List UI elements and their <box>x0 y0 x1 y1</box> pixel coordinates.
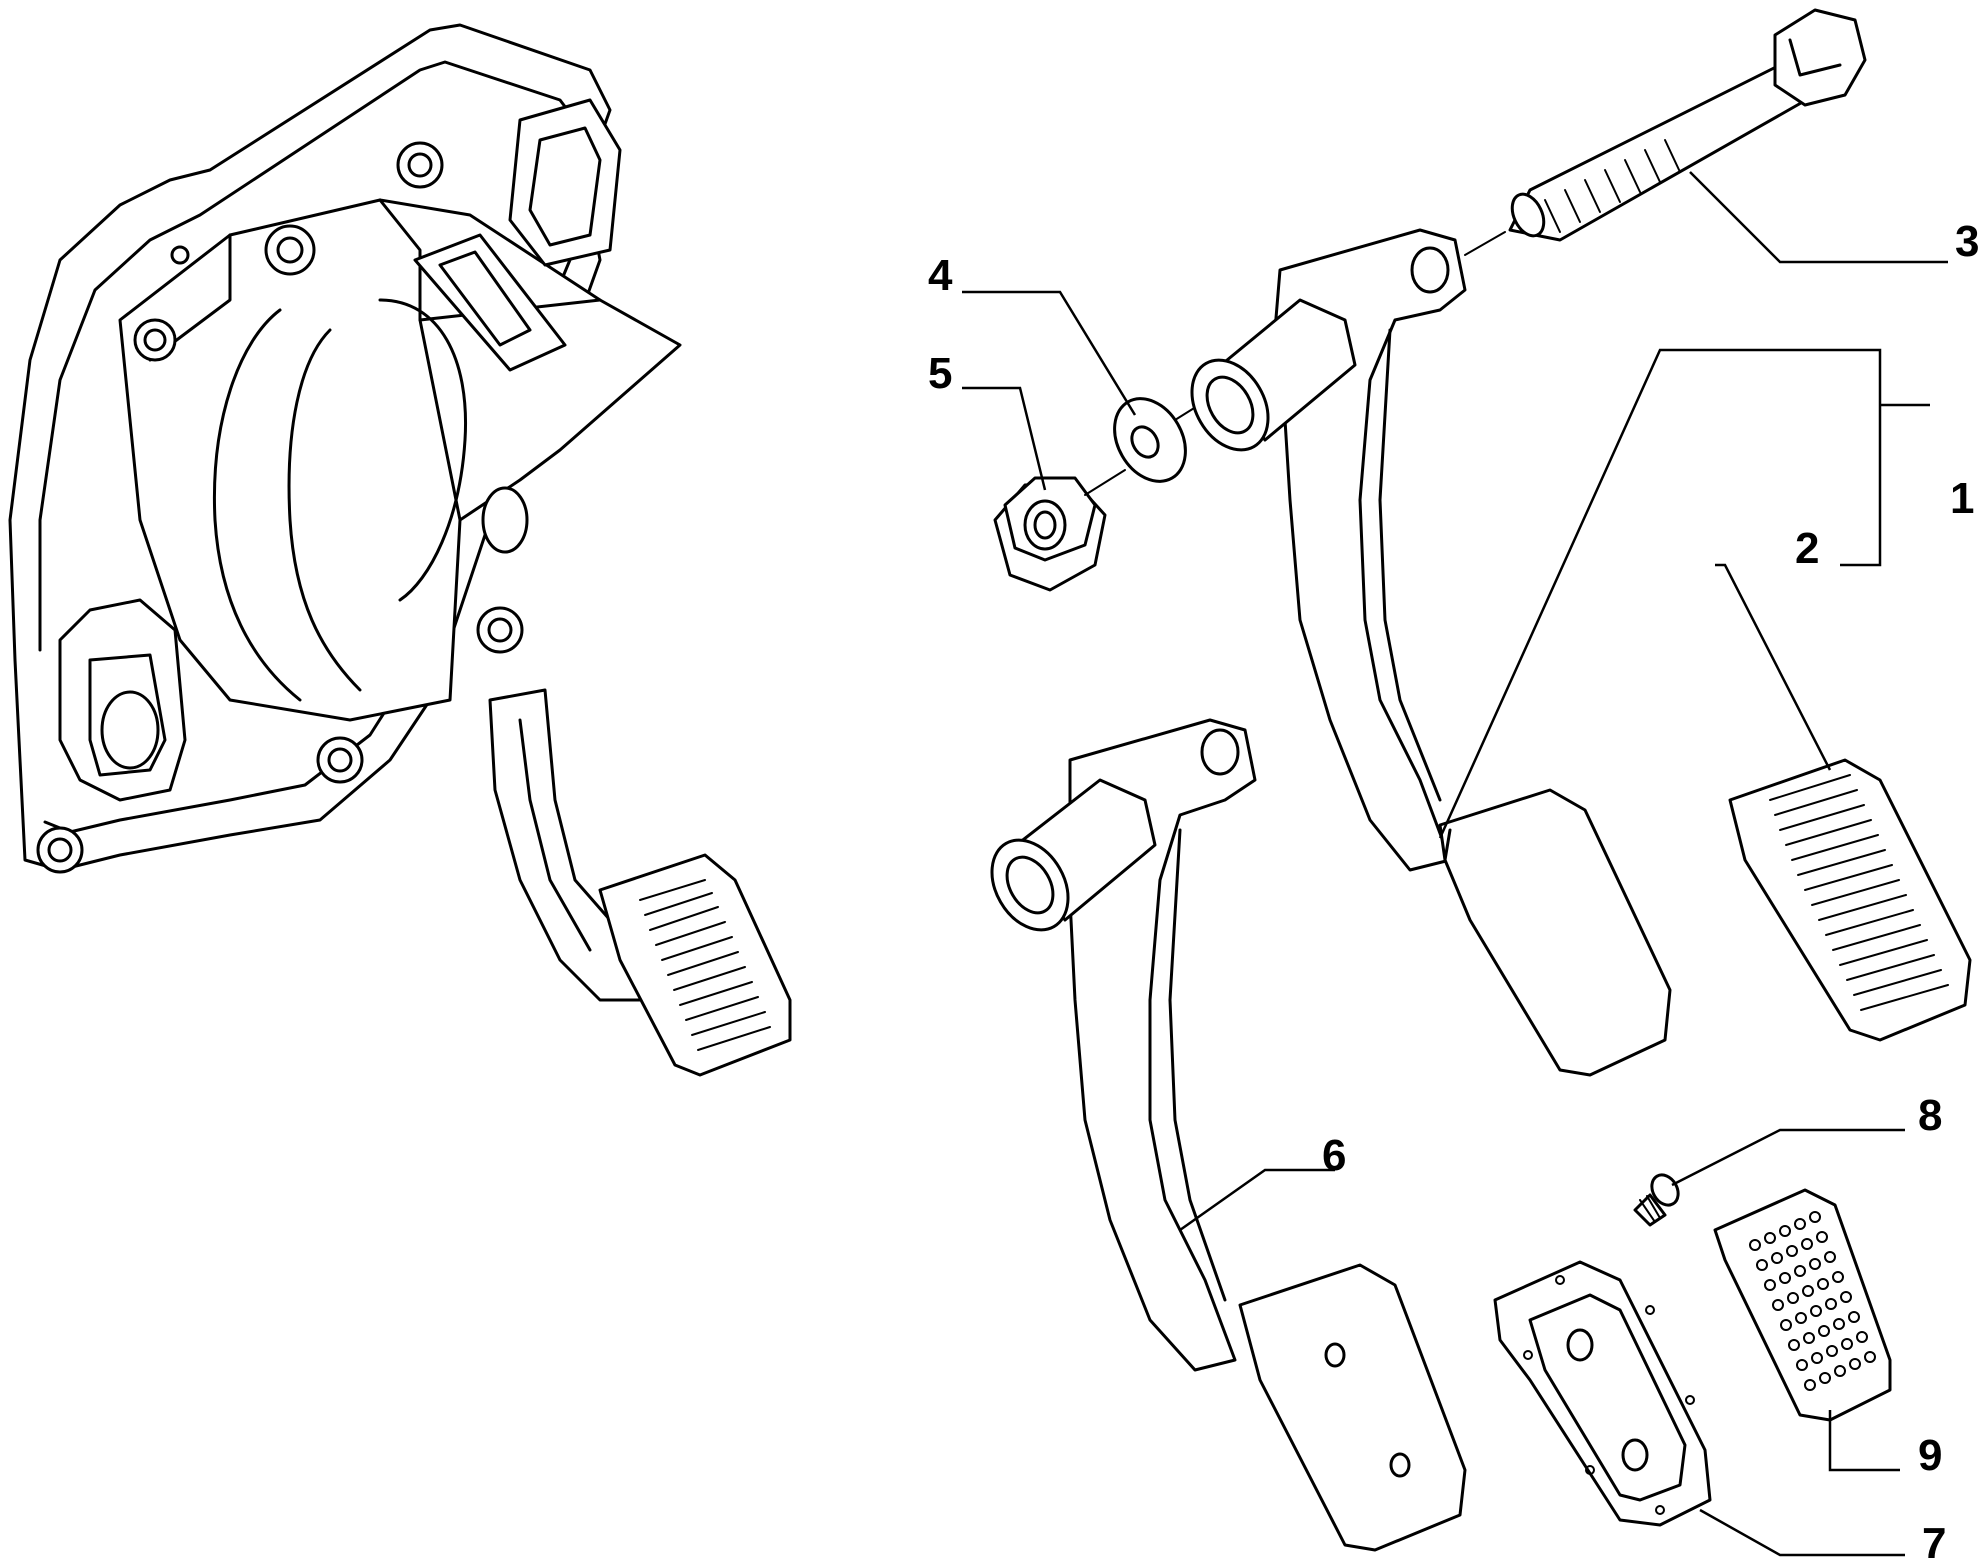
callout-4: 4 <box>928 251 953 300</box>
callout-7: 7 <box>1922 1519 1946 1558</box>
nut <box>993 476 1107 592</box>
pedal-box-bracket <box>8 23 792 1077</box>
screw <box>1633 1173 1680 1227</box>
callout-5: 5 <box>928 349 952 398</box>
rubber-pad <box>1713 1188 1892 1422</box>
pedal-6 <box>990 718 1467 1552</box>
pedal-pad-cover <box>1728 758 1972 1042</box>
callout-2: 2 <box>1795 524 1819 573</box>
callout-labels: 1 2 3 4 5 6 7 8 9 <box>928 217 1979 1558</box>
callout-8: 8 <box>1918 1091 1942 1140</box>
mounting-holes <box>36 141 524 874</box>
callout-9: 9 <box>1918 1431 1942 1480</box>
pedal-pad-base <box>1493 1260 1712 1527</box>
callout-6: 6 <box>1322 1131 1346 1180</box>
washer <box>1113 397 1187 483</box>
callout-1: 1 <box>1950 474 1974 523</box>
pedal-1 <box>1190 228 1672 1077</box>
callout-3: 3 <box>1955 217 1979 266</box>
bolt <box>1464 8 1867 256</box>
leader-lines <box>962 171 1948 1557</box>
